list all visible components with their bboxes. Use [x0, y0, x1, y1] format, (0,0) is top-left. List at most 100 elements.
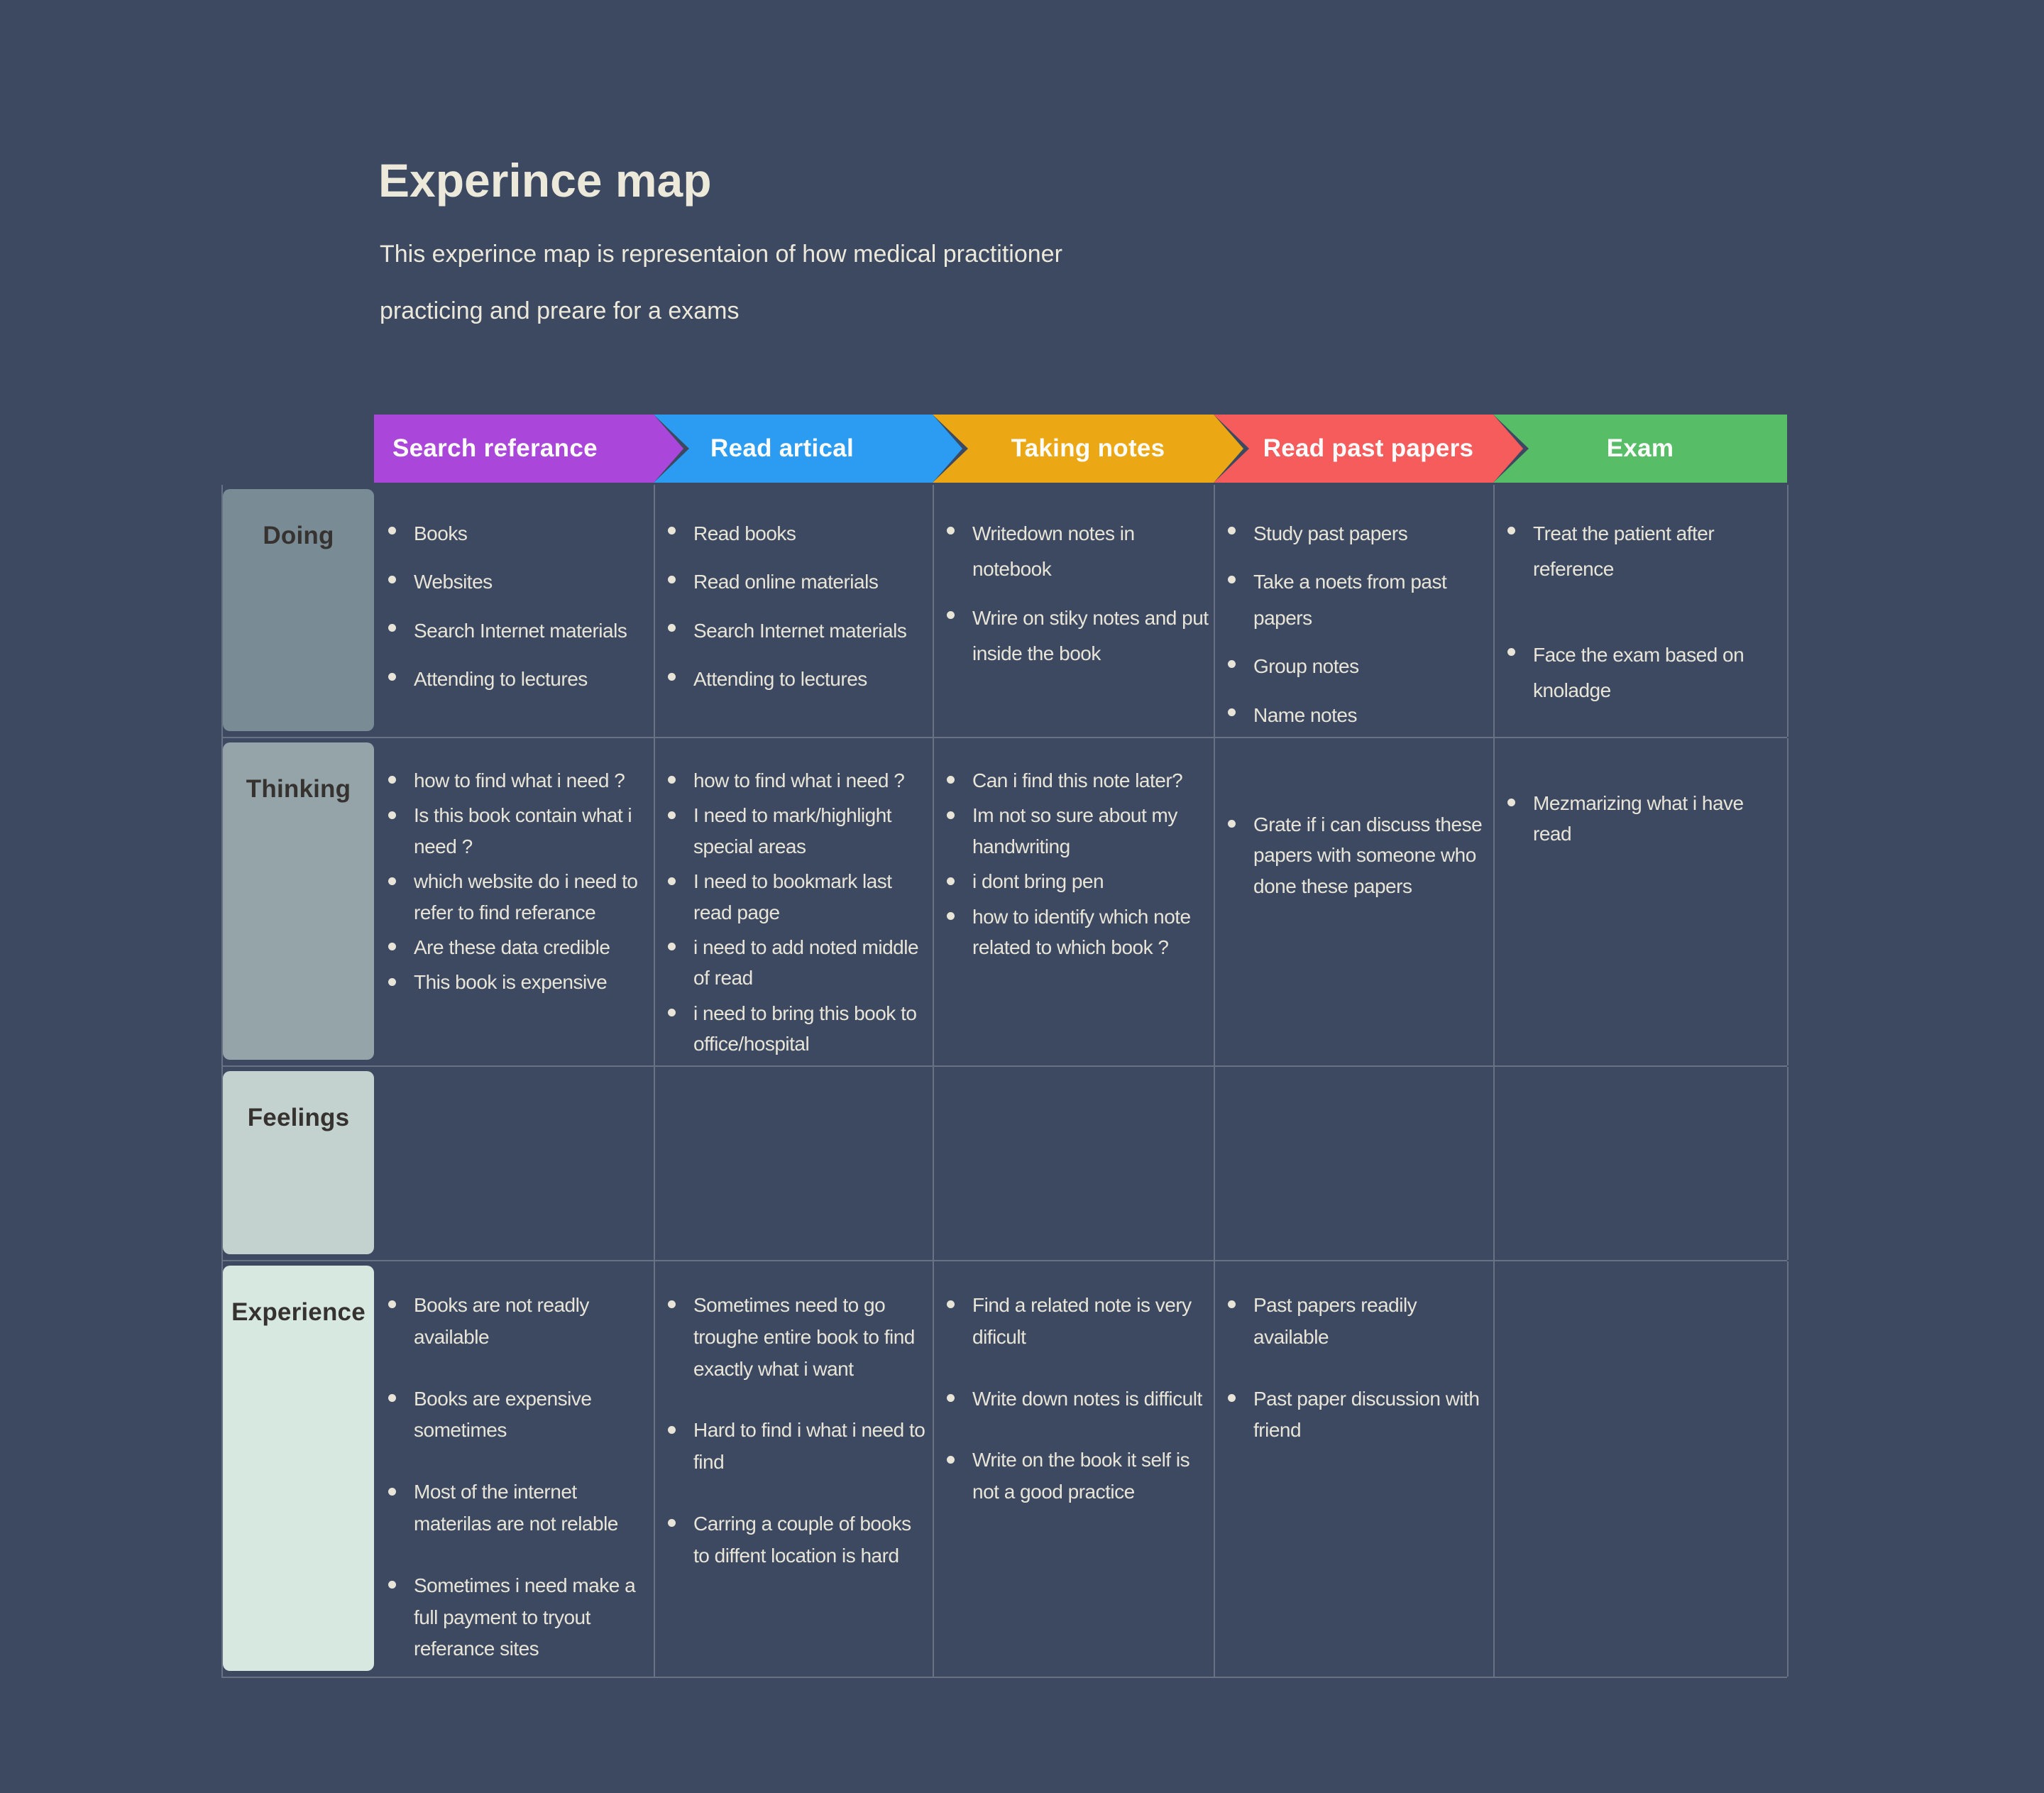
stage-label: Taking notes [1011, 434, 1165, 462]
cell-bullet-item: Grate if i can discuss these papers with… [1226, 809, 1489, 901]
cell-bullet-list: Treat the patient after reference Face t… [1506, 516, 1783, 709]
experience-map-table: Search referance Read artical Taking not… [221, 415, 1788, 1678]
cell-bullet-list: Books are not readly available Books are… [387, 1290, 649, 1665]
cell-bullet-item: Search Internet materials [666, 613, 928, 649]
cell-bullet-list: Sometimes need to go troughe entire book… [666, 1290, 928, 1572]
page-subtitle-line-2: practicing and preare for a exams [380, 297, 740, 324]
cell-bullet-item: Write on the book it self is not a good … [945, 1444, 1209, 1508]
experience-map-grid: Doing Books Websites Search Inte [221, 485, 1788, 1678]
cell-bullet-item: Read books [666, 516, 928, 552]
cell-bullet-item: Search Internet materials [387, 613, 649, 649]
table-row: Thinking how to find what i need ? Is th… [223, 738, 1788, 1067]
row-label-box: Thinking [223, 742, 374, 1060]
table-cell: Study past papers Take a noets from past… [1215, 485, 1495, 737]
cell-bullet-list: how to find what i need ? I need to mark… [666, 765, 928, 1060]
cell-bullet-list: Writedown notes in notebook Wrire on sti… [945, 516, 1209, 672]
cell-bullet-item: Hard to find i what i need to find [666, 1415, 928, 1479]
table-cell: Past papers readily available Past paper… [1215, 1261, 1495, 1677]
table-cell: how to find what i need ? I need to mark… [655, 738, 934, 1065]
cell-bullet-list: Books Websites Search Internet materials… [387, 516, 649, 698]
stage-label: Search referance [392, 434, 598, 462]
cell-bullet-item: i need to add noted middle of read [666, 932, 928, 994]
table-cell [655, 1067, 934, 1260]
row-label-cell: Feelings [223, 1067, 375, 1260]
cell-bullet-item: Writedown notes in notebook [945, 516, 1209, 588]
cell-bullet-list: Mezmarizing what i have read [1506, 788, 1783, 850]
cell-bullet-item: Find a related note is very dificult [945, 1290, 1209, 1354]
stage-header-row: Search referance Read artical Taking not… [221, 415, 1787, 483]
cell-bullet-list: Read books Read online materials Search … [666, 516, 928, 698]
cell-bullet-item: Books are not readly available [387, 1290, 649, 1354]
row-label-cell: Doing [223, 485, 375, 737]
table-cell: Find a related note is very dificult Wri… [934, 1261, 1215, 1677]
row-label: Thinking [246, 775, 351, 803]
cell-bullet-item: Sometimes need to go troughe entire book… [666, 1290, 928, 1385]
table-cell: how to find what i need ? Is this book c… [375, 738, 655, 1065]
cell-bullet-item: Study past papers [1226, 516, 1489, 552]
cell-bullet-list: Study past papers Take a noets from past… [1226, 516, 1489, 733]
cell-bullet-item: Attending to lectures [387, 662, 649, 697]
cell-bullet-item: i dont bring pen [945, 866, 1209, 896]
cell-bullet-item: Group notes [1226, 649, 1489, 684]
table-cell [1215, 1067, 1495, 1260]
cell-bullet-item: Wrire on stiky notes and put inside the … [945, 601, 1209, 672]
cell-bullet-list: how to find what i need ? Is this book c… [387, 765, 649, 998]
cell-bullet-item: Are these data credible [387, 932, 649, 963]
row-label-box: Feelings [223, 1071, 374, 1254]
table-cell: Grate if i can discuss these papers with… [1215, 738, 1495, 1065]
cell-bullet-list: Find a related note is very dificult Wri… [945, 1290, 1209, 1508]
cell-bullet-list: Can i find this note later? Im not so su… [945, 765, 1209, 963]
cell-bullet-item: Books are expensive sometimes [387, 1383, 649, 1447]
cell-bullet-item: Is this book contain what i need ? [387, 800, 649, 862]
page-subtitle-line-1: This experince map is representaion of h… [380, 241, 1062, 268]
table-cell [934, 1067, 1215, 1260]
stage-arrow-banner: Exam [1493, 415, 1787, 483]
cell-bullet-item: Most of the internet materilas are not r… [387, 1476, 649, 1540]
cell-bullet-item: Name notes [1226, 698, 1489, 733]
page-title: Experince map [378, 154, 712, 207]
cell-bullet-item: This book is expensive [387, 967, 649, 997]
table-row: Feelings [223, 1067, 1788, 1261]
cell-bullet-item: Can i find this note later? [945, 765, 1209, 796]
cell-bullet-item: Books [387, 516, 649, 552]
table-row: Doing Books Websites Search Inte [223, 485, 1788, 738]
table-cell: Treat the patient after reference Face t… [1495, 485, 1788, 737]
page-subtitle: This experince map is representaion of h… [380, 226, 1062, 339]
cell-bullet-item: Sometimes i need make a full payment to … [387, 1570, 649, 1665]
table-cell [1495, 1067, 1788, 1260]
row-label: Feelings [247, 1104, 350, 1131]
cell-bullet-item: how to find what i need ? [387, 765, 649, 796]
cell-bullet-item: Mezmarizing what i have read [1506, 788, 1783, 850]
table-cell: Read books Read online materials Search … [655, 485, 934, 737]
table-cell: Writedown notes in notebook Wrire on sti… [934, 485, 1215, 737]
cell-bullet-item: Face the exam based on knoladge [1506, 637, 1783, 709]
stage-arrow-banner: Search referance [374, 415, 683, 483]
stage-label: Read past papers [1263, 434, 1474, 462]
cell-bullet-item: Write down notes is difficult [945, 1383, 1209, 1415]
row-label-cell: Experience [223, 1261, 375, 1677]
cell-bullet-item: which website do i need to refer to find… [387, 866, 649, 928]
cell-bullet-item: I need to bookmark last read page [666, 866, 928, 928]
cell-bullet-list: Grate if i can discuss these papers with… [1226, 809, 1489, 901]
table-cell: Books are not readly available Books are… [375, 1261, 655, 1677]
cell-bullet-item: Im not so sure about my handwriting [945, 800, 1209, 862]
stage-label: Read artical [710, 434, 855, 462]
cell-bullet-item: Past papers readily available [1226, 1290, 1489, 1354]
table-cell [1495, 1261, 1788, 1677]
cell-bullet-item: how to find what i need ? [666, 765, 928, 796]
cell-bullet-item: I need to mark/highlight special areas [666, 800, 928, 862]
stage-arrow-banner: Read past papers [1214, 415, 1523, 483]
cell-bullet-item: Websites [387, 564, 649, 600]
row-label-box: Experience [223, 1266, 374, 1671]
row-label: Doing [263, 522, 334, 549]
cell-bullet-list: Past papers readily available Past paper… [1226, 1290, 1489, 1447]
table-cell: Sometimes need to go troughe entire book… [655, 1261, 934, 1677]
table-row: Experience Books are not readly availabl… [223, 1261, 1788, 1678]
cell-bullet-item: i need to bring this book to office/hosp… [666, 998, 928, 1060]
stage-label: Exam [1606, 434, 1674, 462]
table-cell: Books Websites Search Internet materials… [375, 485, 655, 737]
table-cell: Can i find this note later? Im not so su… [934, 738, 1215, 1065]
cell-bullet-item: Read online materials [666, 564, 928, 600]
row-label-cell: Thinking [223, 738, 375, 1065]
